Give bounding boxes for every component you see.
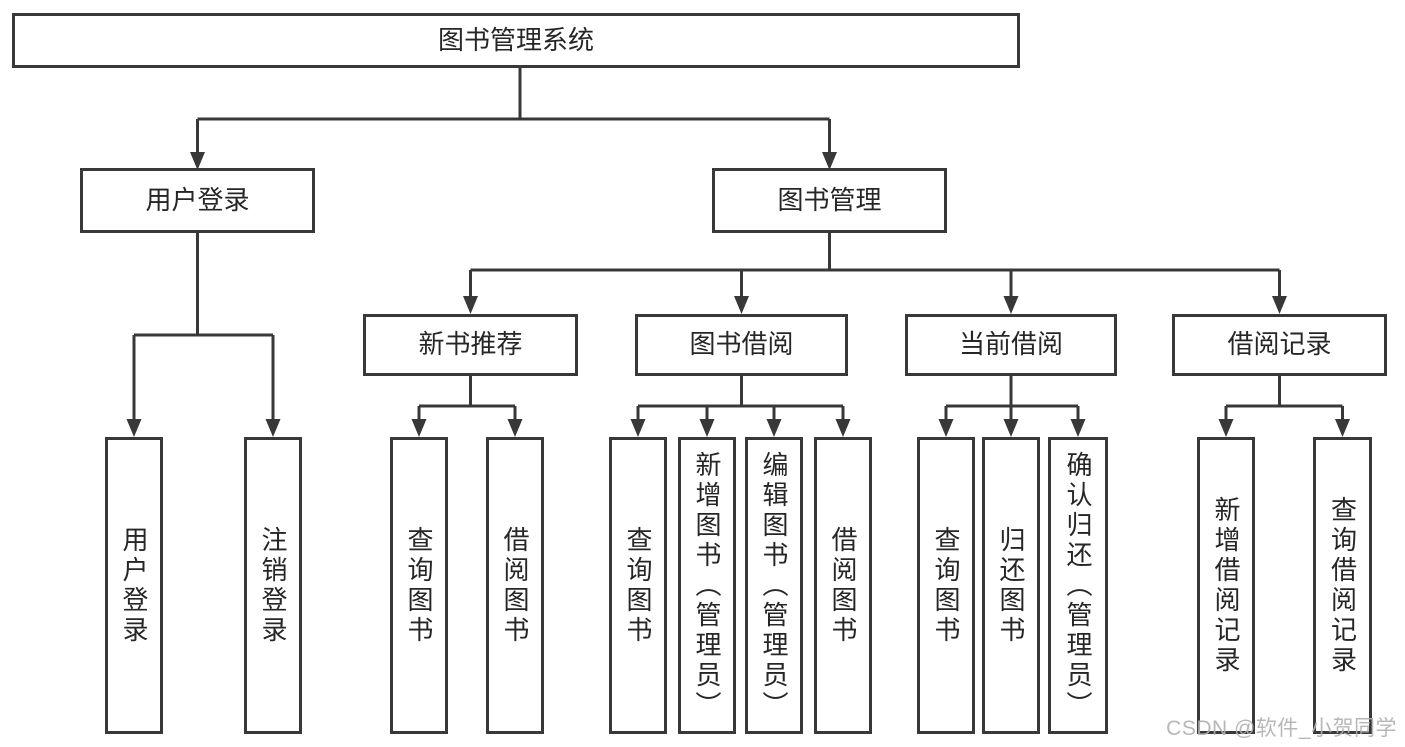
- node-current-borrow: 当前借阅: [905, 314, 1117, 376]
- node-library-system: 图书管理系统: [12, 13, 1020, 68]
- leaf-confirm-return-admin: 确认归还（管理员）: [1048, 437, 1108, 734]
- leaf-query-borrow-record: 查询借阅记录: [1313, 437, 1372, 734]
- leaf-edit-book-admin: 编辑图书（管理员）: [745, 437, 803, 734]
- leaf-logout: 注销登录: [244, 437, 302, 734]
- leaf-query-book-recommend: 查询图书: [390, 437, 448, 734]
- leaf-add-borrow-record: 新增借阅记录: [1197, 437, 1255, 734]
- leaf-add-book-admin: 新增图书（管理员）: [678, 437, 736, 734]
- leaf-query-book-borrow: 查询图书: [609, 437, 667, 734]
- node-borrow-records: 借阅记录: [1172, 314, 1387, 376]
- leaf-query-book-current: 查询图书: [917, 437, 975, 734]
- leaf-return-book: 归还图书: [982, 437, 1040, 734]
- leaf-borrow-book: 借阅图书: [814, 437, 872, 734]
- node-user-login: 用户登录: [80, 168, 315, 233]
- leaf-user-login: 用户登录: [105, 437, 163, 734]
- leaf-borrow-book-recommend: 借阅图书: [486, 437, 544, 734]
- node-new-book-recommend: 新书推荐: [363, 314, 578, 376]
- node-book-management: 图书管理: [712, 168, 947, 233]
- node-book-borrow: 图书借阅: [635, 314, 848, 376]
